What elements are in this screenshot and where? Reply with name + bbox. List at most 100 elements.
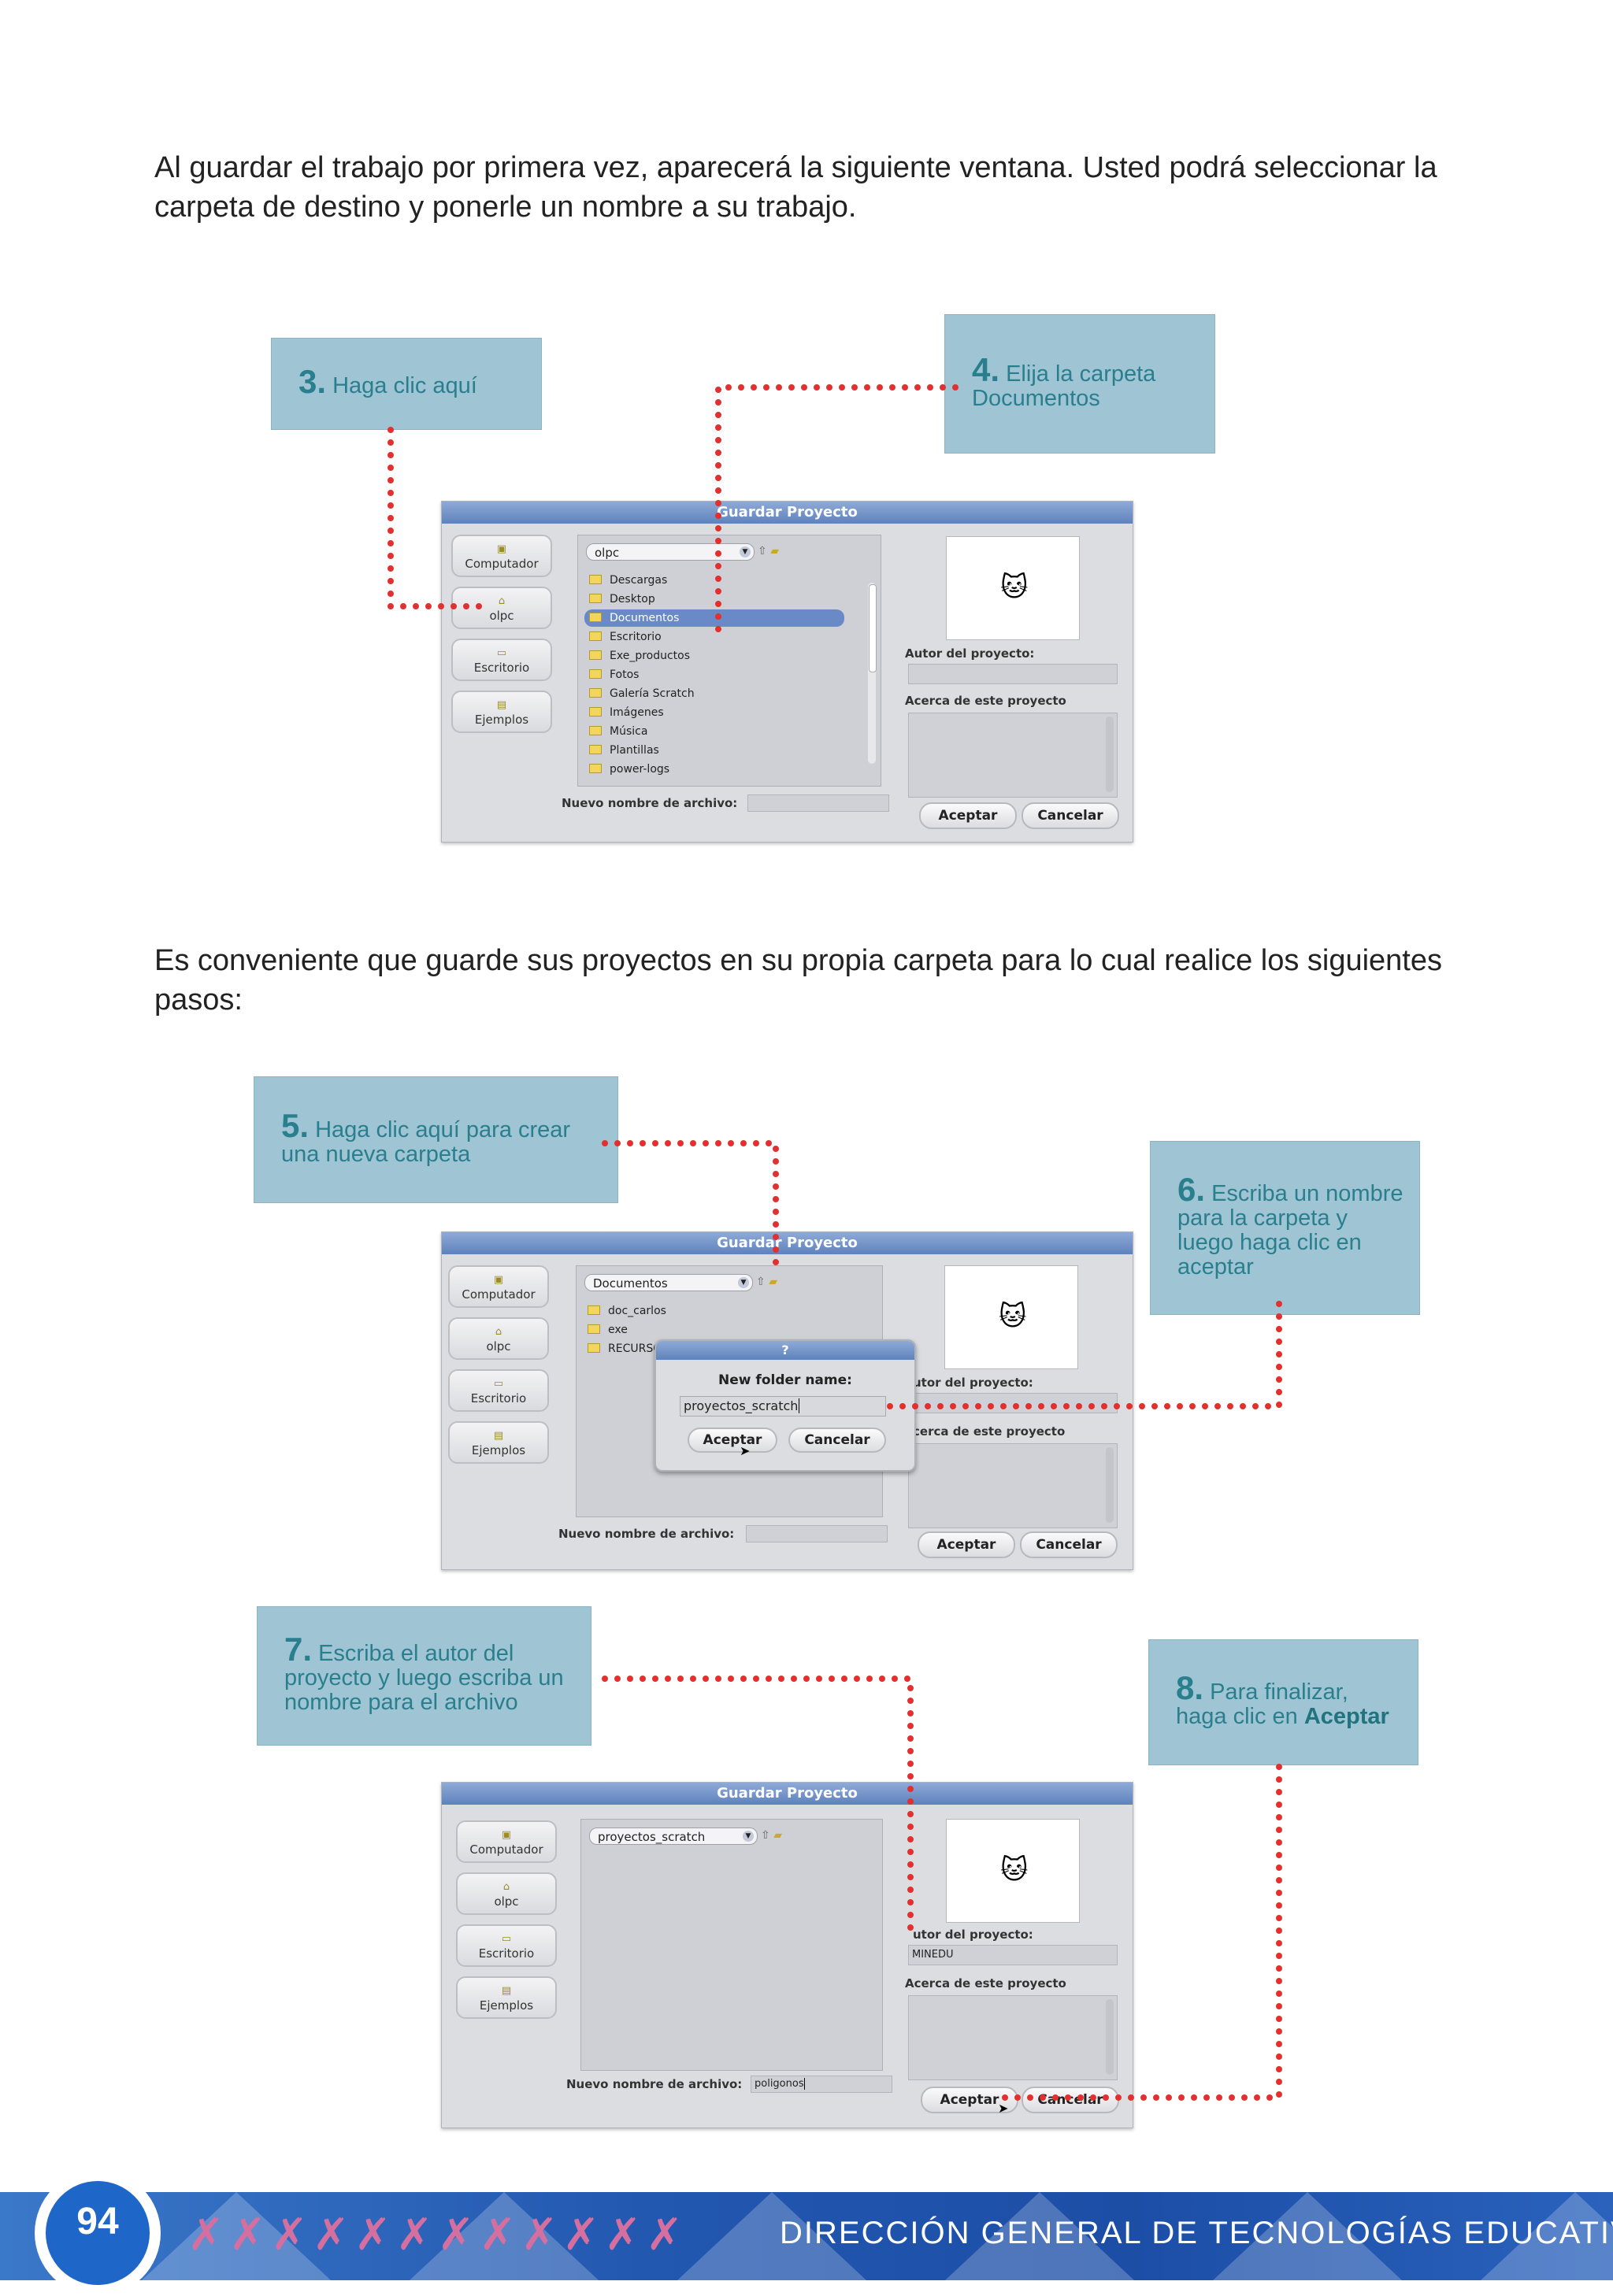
examples-button[interactable]: ▤Ejemplos: [448, 1421, 549, 1464]
author-field[interactable]: MINEDU: [908, 1945, 1118, 1965]
folder-combo[interactable]: Documentos▼: [584, 1274, 753, 1291]
folder-icon: [588, 1343, 600, 1353]
new-folder-icon[interactable]: ▰: [773, 1829, 782, 1842]
list-item[interactable]: Galería Scratch: [589, 685, 695, 702]
step-text: Haga clic aquí para crear una nueva carp…: [281, 1117, 571, 1167]
author-field[interactable]: [908, 664, 1118, 684]
folder-icon: ▭: [501, 1933, 512, 1945]
list-item[interactable]: power-logs: [589, 761, 669, 778]
project-thumbnail: 🐱: [944, 1265, 1078, 1369]
list-item[interactable]: Escritorio: [589, 628, 662, 646]
up-folder-icon[interactable]: ⇧: [761, 1829, 770, 1842]
save-dialog-3: Guardar Proyecto ▣Computador ⌂olpc ▭Escr…: [441, 1782, 1133, 2128]
popup-title: ?: [656, 1341, 914, 1360]
accept-button[interactable]: Aceptar: [919, 802, 1017, 829]
author-label: utor del proyecto:: [913, 1376, 1033, 1390]
project-thumbnail: 🐱: [946, 536, 1080, 640]
author-field[interactable]: [908, 1393, 1118, 1413]
folder-icon: [589, 650, 602, 660]
desktop-button[interactable]: ▭Escritorio: [448, 1369, 549, 1412]
folder-combo[interactable]: proyectos_scratch▼: [589, 1828, 758, 1845]
cancel-button[interactable]: Cancelar: [1022, 802, 1119, 829]
step-text: Escriba el autor del proyecto y luego es…: [284, 1641, 564, 1715]
list-item[interactable]: Descargas: [589, 572, 667, 589]
accept-button[interactable]: Aceptar: [921, 2087, 1018, 2113]
file-list: olpc▼ ⇧ ▰ Descargas Desktop Documentos E…: [577, 535, 881, 787]
scrollbar[interactable]: [868, 583, 877, 764]
scratch-cat-icon: 🐱: [999, 1301, 1027, 1332]
list-item[interactable]: Fotos: [589, 666, 639, 683]
cancel-button[interactable]: Cancelar: [1022, 2087, 1119, 2113]
computer-button[interactable]: ▣Computador: [448, 1265, 549, 1308]
about-label: cerca de este proyecto: [913, 1424, 1066, 1439]
folder-icon: ▭: [496, 647, 507, 659]
scrollbar[interactable]: [1106, 1447, 1114, 1523]
cancel-button[interactable]: Cancelar: [1020, 1531, 1118, 1558]
folder-combo[interactable]: olpc▼: [586, 543, 755, 561]
callout-step-3: 3. Haga clic aquí: [271, 338, 542, 430]
list-item[interactable]: Música: [589, 723, 647, 740]
list-item[interactable]: exe: [588, 1321, 628, 1339]
list-item[interactable]: RECURSO: [588, 1340, 662, 1357]
folder-icon: [589, 745, 602, 754]
about-textarea[interactable]: [908, 1443, 1118, 1528]
new-folder-icon[interactable]: ▰: [769, 1276, 777, 1288]
new-folder-icon[interactable]: ▰: [770, 545, 779, 557]
list-item-selected[interactable]: Documentos: [584, 609, 844, 627]
filename-field[interactable]: [746, 1525, 888, 1542]
folder-icon: [588, 1305, 600, 1315]
page-number-badge: 94: [35, 2170, 161, 2296]
mouse-pointer-icon: ➤: [998, 2101, 1009, 2116]
list-item[interactable]: Plantillas: [589, 742, 659, 759]
computer-button[interactable]: ▣Computador: [456, 1820, 557, 1863]
step-number: 4.: [972, 350, 1000, 388]
scrollbar[interactable]: [1106, 717, 1114, 792]
popup-accept-button[interactable]: Aceptar: [688, 1428, 777, 1453]
list-item[interactable]: Imágenes: [589, 704, 664, 721]
chevron-down-icon: ▼: [743, 1831, 754, 1842]
scrollbar[interactable]: [1106, 1999, 1114, 2075]
computer-button[interactable]: ▣Computador: [451, 535, 552, 577]
dialog-title: Guardar Proyecto: [442, 502, 1133, 524]
popup-cancel-button[interactable]: Cancelar: [788, 1428, 886, 1453]
examples-button[interactable]: ▤Ejemplos: [451, 691, 552, 733]
connector-step-4: [715, 384, 959, 633]
olpc-button[interactable]: ⌂olpc: [448, 1317, 549, 1360]
accept-button[interactable]: Aceptar: [918, 1531, 1015, 1558]
filename-label: Nuevo nombre de archivo:: [558, 1527, 735, 1541]
step-text: Haga clic aquí: [332, 373, 477, 398]
home-icon: ⌂: [495, 1326, 502, 1338]
mouse-pointer-icon: ➤: [740, 1443, 751, 1458]
folder-icon: [589, 688, 602, 698]
olpc-button[interactable]: ⌂olpc: [456, 1872, 557, 1915]
computer-icon: ▣: [493, 1274, 504, 1286]
about-textarea[interactable]: [908, 713, 1118, 798]
desktop-button[interactable]: ▭Escritorio: [451, 639, 552, 681]
list-item[interactable]: Desktop: [589, 591, 655, 608]
step-number: 8.: [1176, 1669, 1204, 1706]
home-icon: ⌂: [502, 1881, 510, 1893]
folder-icon: [589, 726, 602, 735]
about-textarea[interactable]: [908, 1995, 1118, 2080]
folder-icon: [589, 631, 602, 641]
list-item[interactable]: doc_carlos: [588, 1302, 666, 1320]
folder-name-input[interactable]: proyectos_scratch: [680, 1396, 886, 1416]
connector-step-7: [602, 1676, 914, 1940]
filename-label: Nuevo nombre de archivo:: [566, 2077, 743, 2091]
scrollbar-thumb[interactable]: [869, 584, 877, 672]
up-folder-icon[interactable]: ⇧: [758, 545, 767, 557]
filename-field[interactable]: [747, 794, 889, 812]
author-label: utor del proyecto:: [913, 1928, 1033, 1942]
list-item[interactable]: Exe_productos: [589, 647, 690, 665]
folder-icon: [589, 594, 602, 603]
filename-field[interactable]: poligonos: [751, 2076, 892, 2093]
chevron-down-icon: ▼: [740, 546, 751, 557]
author-label: Autor del proyecto:: [905, 646, 1035, 661]
home-icon: ⌂: [498, 595, 506, 607]
scratch-cat-icon: 🐱: [1000, 1854, 1029, 1886]
callout-step-5: 5. Haga clic aquí para crear una nueva c…: [254, 1076, 618, 1203]
examples-button[interactable]: ▤Ejemplos: [456, 1976, 557, 2019]
up-folder-icon[interactable]: ⇧: [756, 1276, 766, 1288]
folder-tools: ⇧ ▰: [756, 1276, 777, 1288]
desktop-button[interactable]: ▭Escritorio: [456, 1924, 557, 1967]
